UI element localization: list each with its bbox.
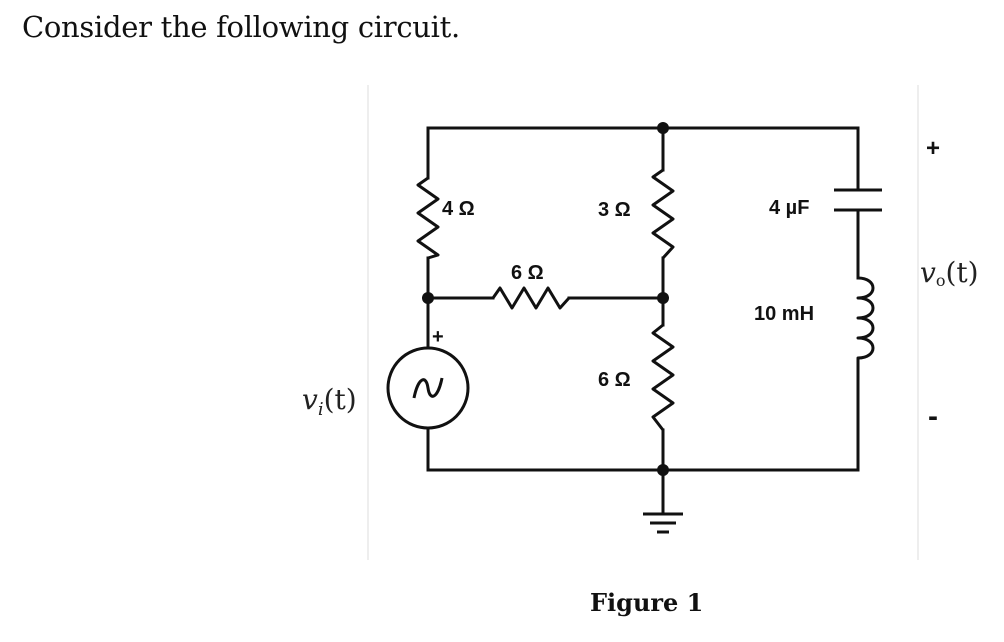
junction-bottom (657, 464, 669, 476)
wires (426, 126, 860, 516)
label-capacitor: 4 µF (769, 197, 809, 219)
ground-icon (643, 512, 683, 534)
resistor-6ohm-vertical (651, 323, 675, 431)
junction-center (657, 292, 669, 304)
label-r-mid-horizontal: 6 Ω (511, 262, 544, 284)
label-inductor: 10 mH (754, 303, 814, 325)
output-plus-sign: + (926, 135, 940, 162)
source-voltage-label: vi(t) (302, 383, 357, 420)
inductor-10mh (856, 276, 875, 360)
resistor-3ohm (651, 168, 675, 260)
bottom-wire (426, 426, 860, 472)
label-r-bottom-center: 6 Ω (598, 369, 631, 391)
junction-dots (422, 122, 669, 476)
resistor-4ohm (416, 176, 440, 260)
figure-caption: Figure 1 (590, 588, 703, 617)
resistor-6ohm-horizontal (491, 286, 571, 310)
label-r-top-center: 3 Ω (598, 199, 631, 221)
prompt-text: Consider the following circuit. (22, 10, 460, 44)
sine-icon (412, 377, 444, 399)
ac-source (386, 346, 470, 430)
capacitor-4uf (834, 188, 882, 212)
junction-top (657, 122, 669, 134)
label-r-left: 4 Ω (442, 198, 475, 220)
output-voltage-label: vo(t) (920, 256, 979, 290)
junction-left (422, 292, 434, 304)
output-minus-sign: - (928, 400, 938, 433)
source-plus-sign: + (432, 326, 444, 348)
